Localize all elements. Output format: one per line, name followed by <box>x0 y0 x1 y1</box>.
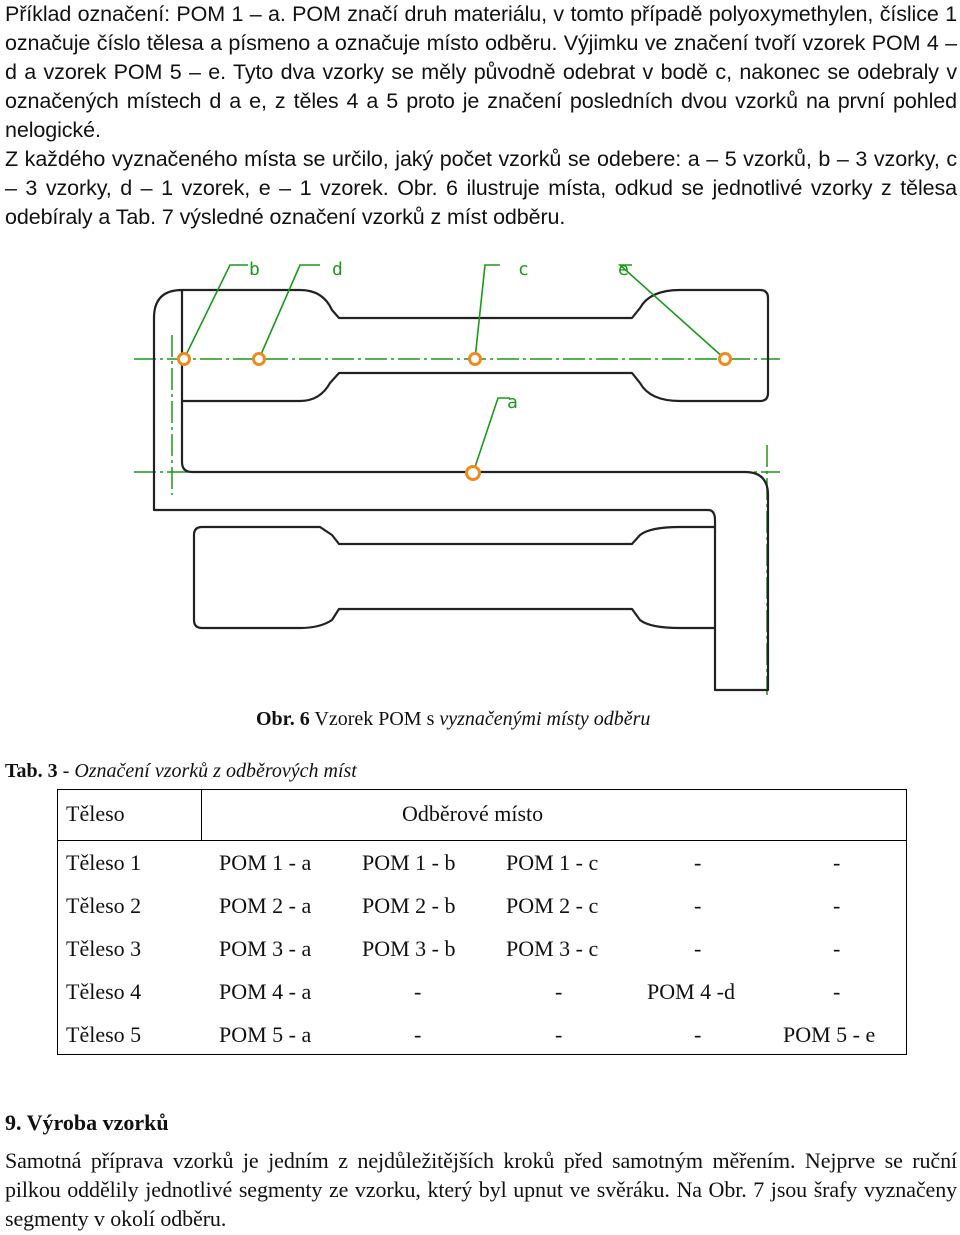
figure-caption-italic: vyznačenými místy odběru <box>439 708 651 730</box>
table-cell: POM 2 - b <box>362 893 456 918</box>
point-c <box>468 352 482 366</box>
table-cell: POM 5 - e <box>783 1022 876 1047</box>
label-c: c <box>518 259 529 280</box>
table-cell: Těleso 2 <box>66 893 142 918</box>
table-cell: POM 4 - a <box>219 979 312 1004</box>
table-header-rule <box>58 840 906 841</box>
table-header-location: Odběrové místo <box>402 801 544 826</box>
point-e <box>718 352 732 366</box>
table-cell: POM 3 - a <box>219 936 312 961</box>
table-cell: - <box>414 1022 422 1047</box>
table-cell: - <box>694 936 702 961</box>
label-e: e <box>618 259 629 280</box>
table-caption-number: 3 <box>47 760 58 782</box>
table-cell: POM 1 - c <box>506 850 599 875</box>
table-caption-separator: - <box>62 760 70 782</box>
leader-d <box>258 264 320 360</box>
figure-caption: Obr. 6 Vzorek POM s vyznačenými místy od… <box>256 708 650 731</box>
table-cell: POM 4 -d <box>647 979 736 1004</box>
table-cell: - <box>833 979 841 1004</box>
intro-paragraph: Příklad označení: POM 1 – a. POM značí d… <box>5 2 957 142</box>
section-title: 9. Výroba vzorků <box>5 1110 169 1135</box>
table-cell: - <box>833 936 841 961</box>
table-cell: Těleso 4 <box>66 979 142 1004</box>
sampling-points <box>177 352 732 481</box>
table-caption-label: Tab. <box>5 760 43 782</box>
table-cell: - <box>694 893 702 918</box>
sampling-paragraph: Z každého vyznačeného místa se určilo, j… <box>5 147 957 229</box>
table-cell: - <box>555 1022 563 1047</box>
point-a <box>465 465 481 481</box>
specimen-outline <box>152 288 770 692</box>
label-b: b <box>249 259 260 280</box>
section-paragraph: Samotná příprava vzorků je jedním z nejd… <box>5 1148 957 1231</box>
table-cell: - <box>414 979 422 1004</box>
table-cell: Těleso 3 <box>66 936 142 961</box>
table-cell: POM 3 - c <box>506 936 599 961</box>
table-cell: - <box>694 850 702 875</box>
table-header-divider <box>201 790 202 840</box>
figure-caption-text: Vzorek POM s <box>314 708 435 730</box>
table-cell: POM 2 - c <box>506 893 599 918</box>
table-cell: POM 5 - a <box>219 1022 312 1047</box>
leader-b <box>183 264 248 360</box>
pom-sample-figure: b d c e a <box>134 259 780 695</box>
sample-table: Těleso Odběrové místo Těleso 1 POM 1 - a… <box>57 789 907 1055</box>
label-d: d <box>332 259 343 280</box>
lower-dogbone <box>192 525 715 630</box>
table-cell: - <box>833 893 841 918</box>
table-cell: - <box>555 979 563 1004</box>
upper-dogbone <box>182 288 770 403</box>
point-b <box>177 352 191 366</box>
label-text: b d c e a <box>249 259 629 413</box>
figure-caption-label: Obr. <box>256 708 295 730</box>
figure-caption-number: 6 <box>299 708 310 730</box>
frame-outer <box>152 288 770 692</box>
table-cell: POM 2 - a <box>219 893 312 918</box>
axis-lines <box>134 335 780 695</box>
table-cell: POM 1 - a <box>219 850 312 875</box>
leader-lines <box>183 264 726 474</box>
table-cell: POM 3 - b <box>362 936 456 961</box>
table-cell: POM 1 - b <box>362 850 456 875</box>
label-a: a <box>507 392 518 413</box>
leader-c <box>474 264 500 360</box>
point-d <box>252 352 266 366</box>
table-cell: - <box>694 1022 702 1047</box>
leader-a <box>472 397 510 474</box>
table-cell: - <box>833 850 841 875</box>
table-cell: Těleso 1 <box>66 850 142 875</box>
table-cell: Těleso 5 <box>66 1022 142 1047</box>
table-header-body: Těleso <box>66 801 125 826</box>
table-caption-italic: Označení vzorků z odběrových míst <box>74 760 357 782</box>
leader-e <box>617 264 726 360</box>
table-caption: Tab. 3 - Označení vzorků z odběrových mí… <box>5 760 357 783</box>
